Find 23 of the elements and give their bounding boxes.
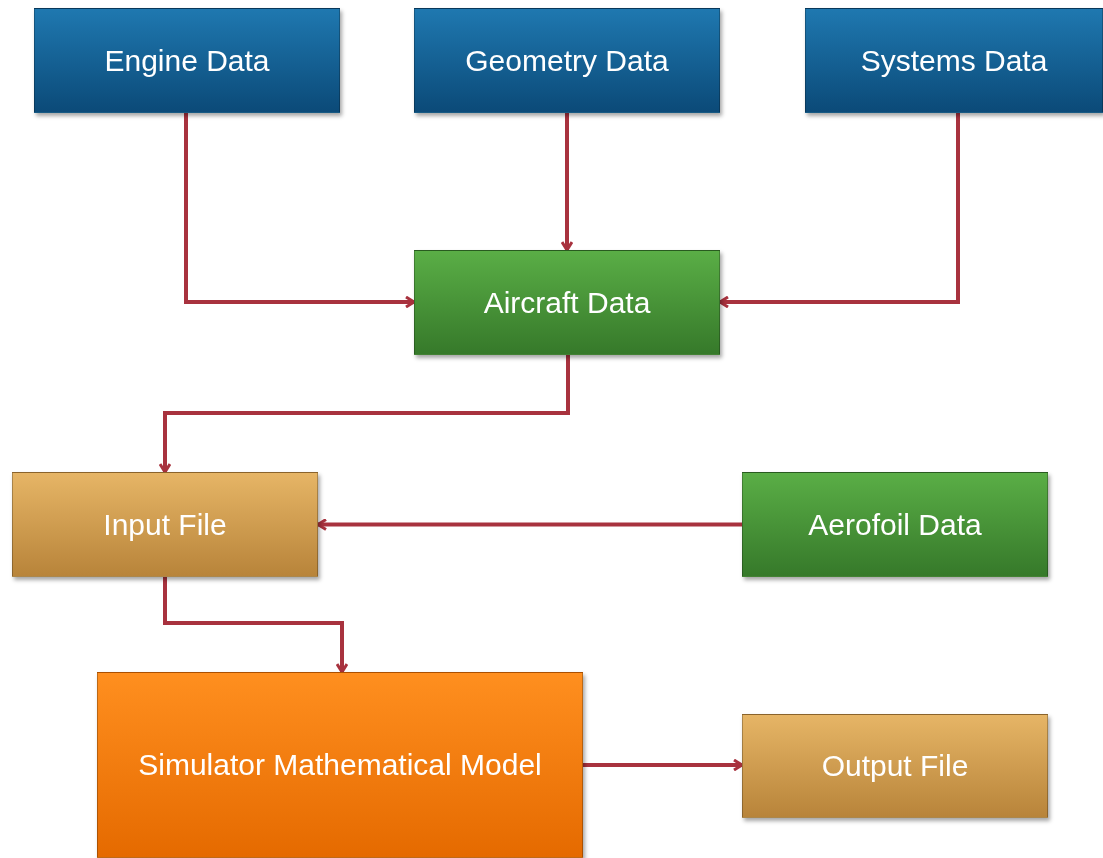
box-label: Aircraft Data [483, 284, 651, 321]
arrow [316, 518, 742, 531]
process-box [742, 714, 1048, 818]
arrow [163, 577, 349, 674]
process-box [12, 472, 318, 577]
box-label: Output File [821, 748, 969, 784]
process-box [805, 8, 1103, 113]
process-box [97, 672, 583, 858]
box-label: Aerofoil Data [808, 506, 982, 543]
arrow [560, 113, 574, 252]
box-label: Simulator Mathematical Model [138, 747, 542, 783]
box-label: Input File [103, 506, 227, 543]
arrow [158, 355, 570, 474]
process-box [34, 8, 340, 113]
process-box [414, 250, 720, 355]
arrow [718, 113, 960, 309]
process-box [742, 472, 1048, 577]
process-box [414, 8, 720, 113]
box-label: Geometry Data [465, 42, 669, 79]
arrow [184, 113, 416, 309]
box-label: Engine Data [104, 42, 270, 79]
arrow [583, 758, 744, 772]
box-label: Systems Data [860, 42, 1048, 79]
